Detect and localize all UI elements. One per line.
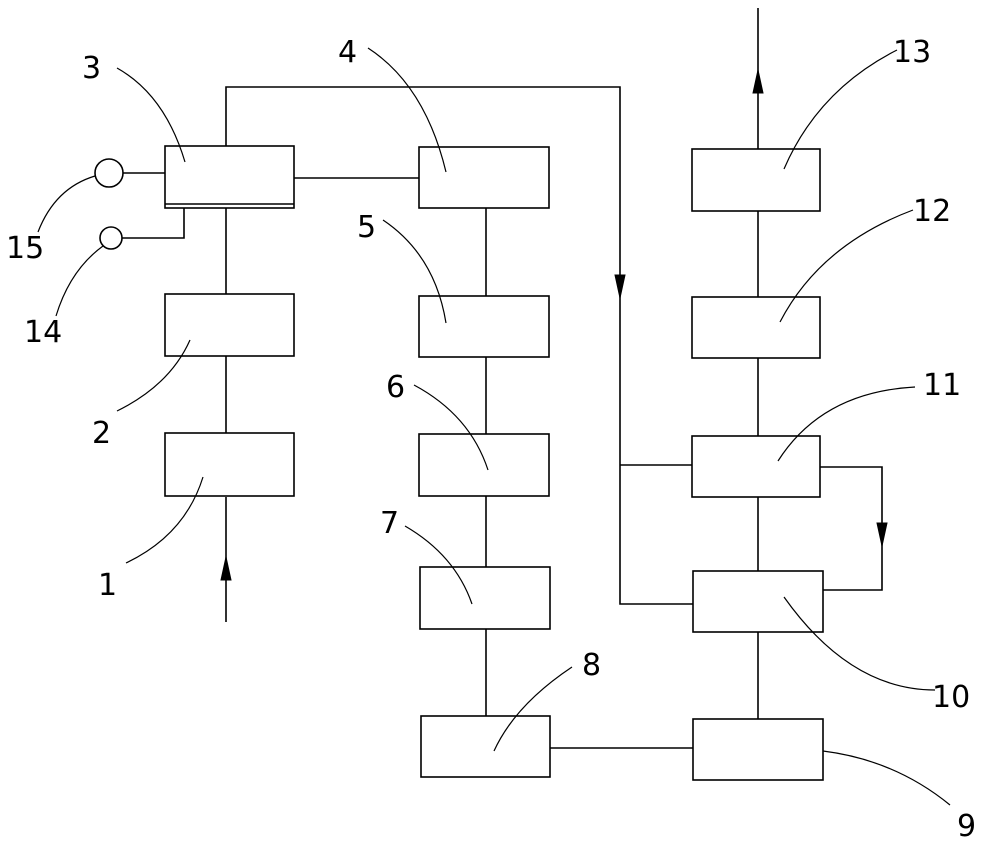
leader-10 — [783, 596, 936, 691]
label-5: 5 — [357, 210, 376, 245]
loop-arrow-icon — [876, 522, 888, 547]
label-15: 15 — [6, 231, 44, 266]
leader-3 — [116, 67, 186, 163]
leader-13 — [783, 49, 898, 170]
inlet-arrow-icon — [220, 556, 232, 581]
bypass-arrow-icon — [614, 274, 626, 299]
unit-13 — [691, 148, 821, 212]
label-8: 8 — [582, 648, 601, 683]
unit-10 — [692, 570, 824, 633]
unit-4 — [418, 146, 550, 209]
unit-2 — [164, 293, 295, 357]
loop-11-10 — [820, 466, 883, 591]
unit-5 — [418, 295, 550, 358]
unit-8 — [420, 715, 551, 778]
leader-12 — [779, 209, 914, 323]
label-10: 10 — [932, 680, 970, 715]
label-9: 9 — [957, 809, 976, 844]
label-12: 12 — [913, 194, 951, 229]
line-14-3 — [122, 204, 185, 239]
unit-3 — [164, 145, 295, 209]
label-14: 14 — [24, 315, 62, 350]
bypass-line — [225, 86, 693, 605]
label-1: 1 — [98, 568, 117, 603]
leader-14 — [55, 245, 104, 317]
sensor-14 — [99, 226, 123, 250]
leader-4 — [367, 47, 447, 173]
unit-9 — [692, 718, 824, 781]
leader-6 — [413, 384, 489, 471]
label-6: 6 — [386, 370, 405, 405]
label-4: 4 — [338, 35, 357, 70]
leader-2 — [116, 339, 191, 412]
label-11: 11 — [923, 368, 961, 403]
label-3: 3 — [82, 51, 101, 86]
unit-12 — [691, 296, 821, 359]
label-2: 2 — [92, 416, 111, 451]
leader-9 — [822, 750, 951, 806]
leader-11 — [777, 386, 916, 462]
unit-7 — [419, 566, 551, 630]
outlet-arrow-icon — [752, 69, 764, 94]
unit-1 — [164, 432, 295, 497]
leader-8 — [493, 666, 573, 752]
leader-15 — [37, 175, 96, 233]
unit-11 — [691, 435, 821, 498]
leader-1 — [125, 476, 204, 564]
sensor-15 — [94, 158, 124, 188]
leader-7 — [404, 525, 473, 605]
unit-6 — [418, 433, 550, 497]
label-7: 7 — [380, 506, 399, 541]
leader-5 — [382, 219, 447, 324]
label-13: 13 — [893, 35, 931, 70]
